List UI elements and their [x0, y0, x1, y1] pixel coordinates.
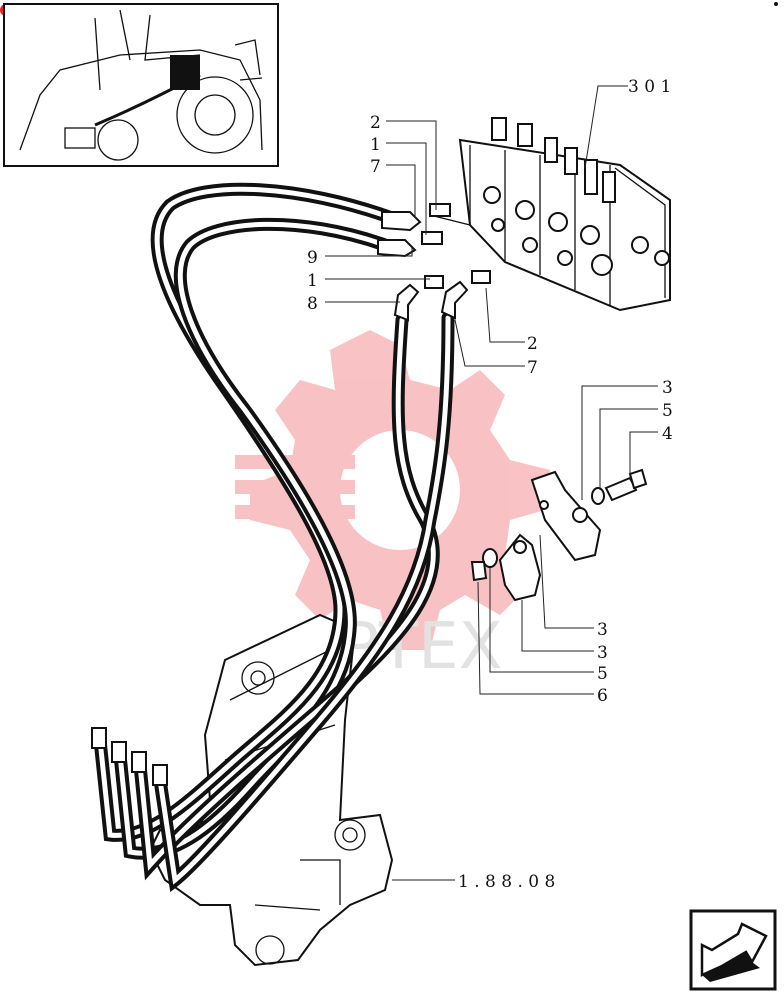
label-9: 9	[307, 248, 318, 268]
reference-label: 1 . 8 8 . 0 8	[458, 872, 555, 892]
hose-clamp-assembly	[470, 468, 648, 602]
elbow-fittings	[377, 211, 469, 322]
label-7-top: 7	[370, 157, 381, 177]
label-2-top: 2	[370, 113, 381, 133]
label-6: 6	[597, 686, 608, 706]
next-page-arrow-button[interactable]	[689, 909, 777, 991]
label-2-mid: 2	[527, 334, 538, 354]
leader-lines	[325, 85, 658, 881]
straight-adapters	[421, 203, 491, 289]
hydraulic-hose-4	[153, 311, 455, 893]
hydraulic-hose-3	[133, 313, 440, 881]
hydraulic-hose-2	[113, 217, 392, 860]
label-3-upper: 3	[662, 378, 673, 398]
label-3-lower-1: 3	[597, 620, 608, 640]
label-1-top: 1	[370, 135, 381, 155]
label-4: 4	[662, 424, 673, 444]
label-301: 3 0 1	[628, 77, 671, 97]
control-valve-block	[429, 117, 671, 312]
label-7-mid: 7	[527, 358, 538, 378]
label-5-lower: 5	[597, 664, 608, 684]
label-8: 8	[307, 294, 318, 314]
label-1-mid: 1	[307, 271, 318, 291]
corner-mark-right	[774, 2, 778, 6]
label-3-lower-2: 3	[597, 643, 608, 663]
label-5-upper: 5	[662, 401, 673, 421]
tractor-thumbnail	[3, 3, 279, 167]
hose-end-fittings	[91, 727, 168, 786]
